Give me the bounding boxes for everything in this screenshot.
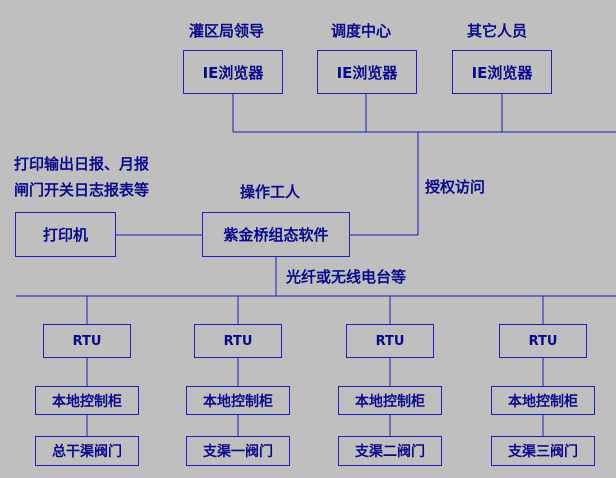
- gate-valve-branch-2: 支渠二阀门: [338, 436, 442, 466]
- rtu-box-2: RTU: [194, 324, 282, 358]
- zijinqiao-software-box: 紫金桥组态软件: [202, 212, 350, 257]
- group-label-dispatch-center: 调度中心: [331, 22, 392, 40]
- printer-box: 打印机: [15, 212, 116, 257]
- ie-browser-box-other: IE浏览器: [452, 50, 552, 94]
- gate-valve-branch-1: 支渠一阀门: [186, 436, 290, 466]
- group-label-other-staff: 其它人员: [467, 22, 528, 40]
- rtu-box-1: RTU: [43, 324, 131, 358]
- local-control-cabinet-1: 本地控制柜: [35, 386, 139, 415]
- local-control-cabinet-3: 本地控制柜: [338, 386, 442, 415]
- gate-valve-branch-3: 支渠三阀门: [491, 436, 595, 466]
- network-medium-label: 光纤或无线电台等: [286, 268, 407, 286]
- local-control-cabinet-2: 本地控制柜: [186, 386, 290, 415]
- authorized-access-label: 授权访问: [425, 178, 486, 196]
- printer-note-line2: 闸门开关日志报表等: [14, 181, 150, 199]
- rtu-box-4: RTU: [499, 324, 587, 358]
- gate-valve-main-canal: 总干渠阀门: [35, 436, 139, 466]
- ie-browser-box-leadership: IE浏览器: [183, 50, 283, 94]
- group-label-leadership: 灌区局领导: [189, 22, 265, 40]
- rtu-box-3: RTU: [346, 324, 434, 358]
- ie-browser-box-dispatch: IE浏览器: [317, 50, 417, 94]
- operator-label: 操作工人: [240, 183, 301, 201]
- printer-note-line1: 打印输出日报、月报: [14, 155, 150, 173]
- local-control-cabinet-4: 本地控制柜: [491, 386, 595, 415]
